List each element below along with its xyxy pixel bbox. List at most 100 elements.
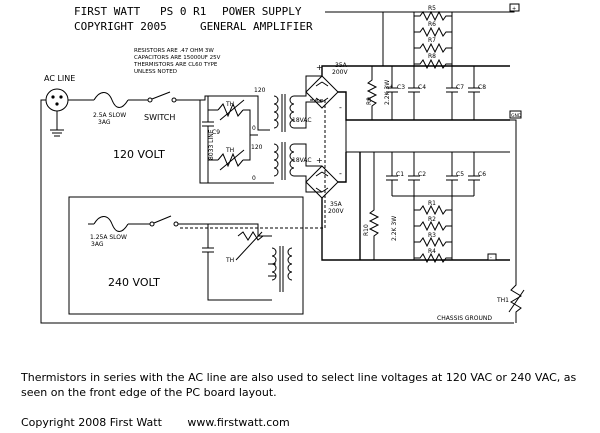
bridge-lower-voltage: 200V — [328, 208, 344, 215]
note-resistors: RESISTORS ARE .47 OHM 3W — [134, 48, 214, 54]
footer-copyright: Copyright 2008 First Watt — [21, 416, 162, 429]
note-thermistors: THERMISTORS ARE CL60 TYPE — [133, 62, 218, 68]
c6-label: C6 — [478, 171, 486, 178]
r3-label: R3 — [428, 232, 436, 239]
r2-label: R2 — [428, 216, 436, 223]
bridge-upper-plus: + — [316, 63, 323, 72]
note-unless: UNLESS NOTED — [134, 69, 177, 75]
part-line-label: 8033 LINE — [208, 129, 215, 160]
r4-label: R4 — [428, 248, 436, 255]
terminal-positive-label: + — [512, 6, 516, 12]
tap-0-upper: 0 — [252, 125, 256, 132]
volt-120-label: 120 VOLT — [113, 148, 165, 161]
model-label: PS 0 R1 — [160, 5, 206, 18]
r10-resistor-icon — [368, 152, 380, 260]
earth-ground-icon — [50, 111, 64, 137]
bridge-upper-minus: - — [339, 103, 342, 112]
capacitor-c2 — [408, 152, 420, 196]
c2-label: C2 — [418, 171, 426, 178]
switch-240-icon — [153, 215, 172, 224]
r9-resistor-icon — [366, 66, 378, 120]
main-fuse-icon — [93, 92, 129, 108]
footer: Copyright 2008 First Watt www.firstwatt.… — [21, 416, 290, 429]
thermistor-240-icon — [237, 231, 264, 241]
bridge-lower-label: 35A — [330, 201, 343, 208]
c1-label: C1 — [396, 171, 404, 178]
title-label: POWER SUPPLY — [222, 5, 302, 18]
capacitor-c5 — [446, 152, 458, 196]
capacitor-c8 — [468, 66, 480, 120]
c8-label: C8 — [478, 84, 486, 91]
bridge-lower-minus: - — [339, 169, 342, 178]
resistor-r8 — [414, 58, 452, 70]
c9-label: C9 — [212, 129, 220, 136]
brand-label: FIRST WATT — [74, 5, 141, 18]
svg-text:+: + — [389, 84, 393, 90]
subtitle-label: GENERAL AMPLIFIER — [200, 20, 313, 33]
volt-240-label: 240 VOLT — [108, 276, 160, 289]
transformer-upper-primary — [273, 95, 279, 129]
capacitor-c6 — [468, 152, 480, 196]
terminal-gnd-label: GND — [511, 113, 522, 119]
capacitor-c7 — [446, 66, 458, 120]
neutral-return-wire — [40, 99, 514, 324]
ac-connector-icon — [45, 88, 69, 112]
th1-label: TH1 — [496, 297, 509, 304]
th-upper-label: TH — [225, 101, 234, 108]
main-fuse-type: 3AG — [98, 119, 111, 126]
terminal-negative — [487, 253, 497, 261]
transformer-upper-secondary — [289, 95, 295, 129]
r1-label: R1 — [428, 200, 436, 207]
r8-label: R8 — [428, 53, 436, 60]
schematic-diagram: FIRST WATT PS 0 R1 POWER SUPPLY COPYRIGH… — [40, 3, 525, 324]
bridge-upper-voltage: 200V — [332, 69, 348, 76]
capacitor-c1 — [386, 152, 398, 196]
switch-label: SWITCH — [144, 113, 175, 122]
main-fuse-label: 2.5A SLOW — [93, 112, 126, 119]
th1-thermistor-icon — [510, 152, 522, 323]
capacitor-c3 — [386, 66, 398, 120]
th-240-label: TH — [225, 257, 234, 264]
note-capacitors: CAPACITORS ARE 15000UF 25V — [134, 55, 221, 61]
resistor-r7 — [414, 42, 452, 54]
r10-label: R10 — [363, 224, 370, 236]
copyright-label: COPYRIGHT 2005 — [74, 20, 167, 33]
transformer-lower-secondary — [289, 143, 295, 177]
chassis-ground-label: CHASSIS GROUND — [437, 315, 492, 322]
switch-icon — [151, 91, 171, 100]
transformer-240-secondary — [287, 247, 293, 281]
c7-label: C7 — [456, 84, 464, 91]
thermistor-lower-icon — [217, 152, 244, 168]
footer-website-link[interactable]: www.firstwatt.com — [187, 416, 290, 429]
resistor-r5 — [414, 10, 452, 22]
c5-label: C5 — [456, 171, 464, 178]
resistor-r6 — [414, 26, 452, 38]
terminal-negative-label: - — [490, 255, 492, 261]
r6-label: R6 — [428, 21, 436, 28]
c3-label: C3 — [397, 84, 405, 91]
c9-capacitor-icon — [202, 96, 214, 183]
sec-upper-label: 18VAC — [292, 117, 312, 124]
r9-label: R9 — [366, 97, 373, 105]
r5-label: R5 — [428, 5, 436, 12]
c4-label: C4 — [418, 84, 426, 91]
volt-240-box — [68, 196, 304, 315]
fuse-240-type: 3AG — [91, 241, 104, 248]
r10-value: 2.2K 3W — [391, 216, 398, 241]
transformer-lower-primary — [273, 143, 279, 177]
r7-label: R7 — [428, 37, 436, 44]
resistor-r3 — [414, 236, 452, 248]
thermistor-upper-icon — [217, 102, 244, 118]
caption-text: Thermistors in series with the AC line a… — [21, 371, 577, 399]
fuse-240-icon — [93, 216, 129, 232]
resistor-r1 — [414, 204, 452, 216]
resistor-r4 — [414, 252, 452, 264]
fuse-240-label: 1.25A SLOW — [90, 234, 127, 241]
ac-line-label: AC LINE — [44, 74, 75, 83]
tap-120-lower: 120 — [251, 144, 263, 151]
bridge-lower-plus: + — [316, 156, 323, 165]
bridge-rectifier-lower — [305, 165, 339, 199]
sec-lower-label: 18VAC — [292, 157, 312, 164]
terminal-positive — [509, 3, 520, 12]
tap-120-upper: 120 — [254, 87, 266, 94]
